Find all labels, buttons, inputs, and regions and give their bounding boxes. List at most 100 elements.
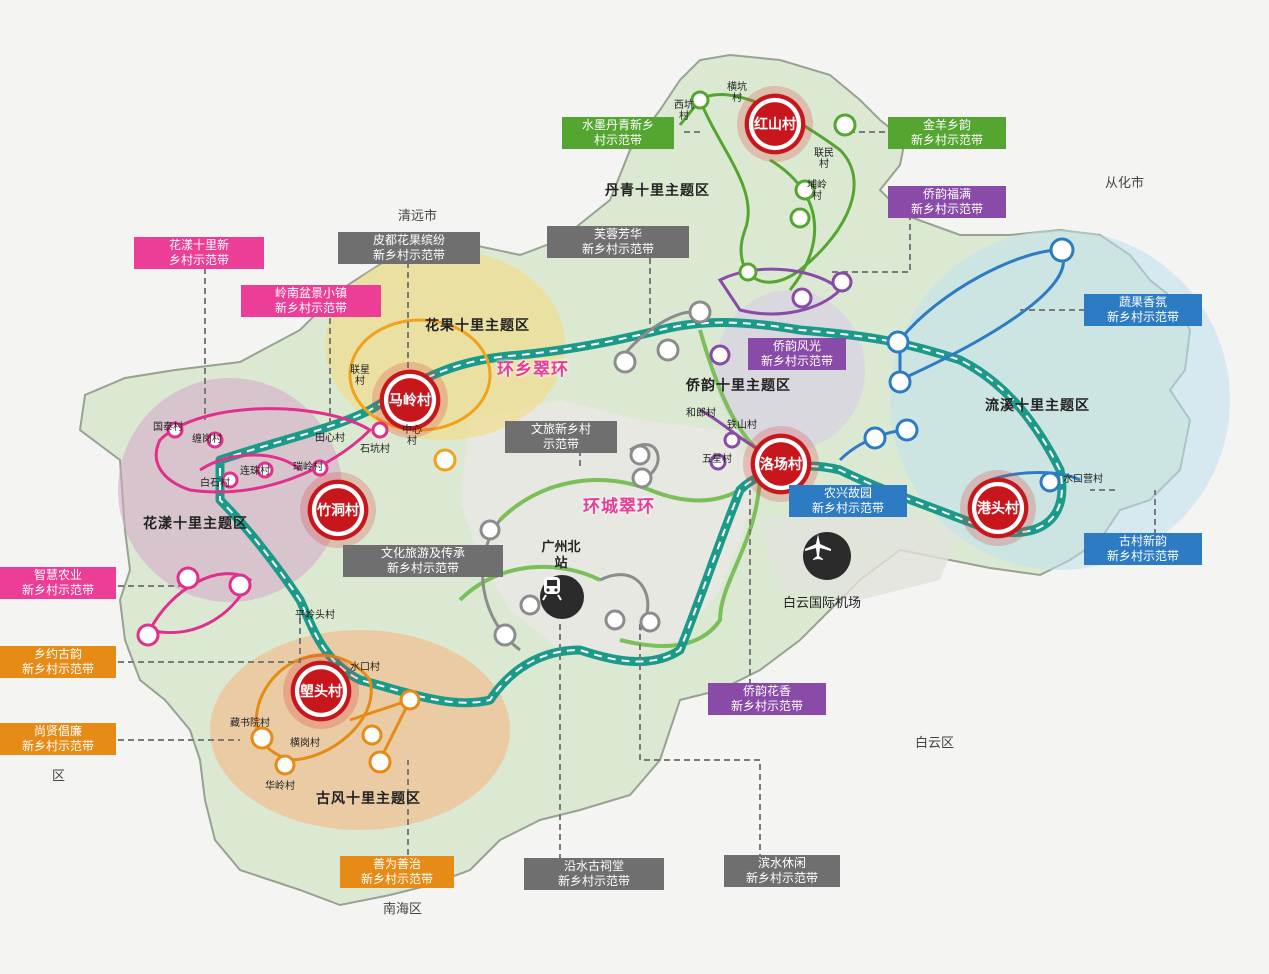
belt-gucun-l1: 古村新韵 bbox=[1118, 534, 1167, 548]
village-lianmin: 联民村 bbox=[814, 148, 834, 170]
urban-core bbox=[460, 400, 760, 660]
hub-zhudong-label: 竹洞村 bbox=[317, 503, 359, 519]
village-tieshan: 铁山村 bbox=[727, 420, 757, 431]
belt-qiaoyun-fengguang[interactable]: 侨韵风光新乡村示范带 bbox=[748, 338, 846, 370]
village-tianxin: 田心村 bbox=[315, 433, 345, 444]
station-marker[interactable] bbox=[540, 575, 584, 619]
hub-gangtou[interactable]: 港头村 bbox=[960, 470, 1036, 546]
zone-qiaoyun: 侨韵十里主题区 bbox=[686, 378, 791, 394]
hub-luochang-label: 洛场村 bbox=[760, 457, 802, 473]
hub-maling-label: 马岭村 bbox=[389, 393, 431, 409]
belt-shangxian[interactable]: 尚贤倡廉新乡村示范带 bbox=[0, 723, 116, 755]
zone-huaguo: 花果十里主题区 bbox=[425, 318, 530, 334]
belt-xiangyue[interactable]: 乡约古韵新乡村示范带 bbox=[0, 646, 116, 678]
train-icon bbox=[542, 577, 562, 601]
belt-nongxing[interactable]: 农兴故园新乡村示范带 bbox=[789, 485, 907, 517]
belt-xiangyue-l2: 新乡村示范带 bbox=[21, 662, 94, 676]
village-puling: 埔岭村 bbox=[807, 180, 827, 202]
hub-gangtou-label: 港头村 bbox=[977, 501, 1019, 517]
belt-gucun-l2: 新乡村示范带 bbox=[1106, 549, 1179, 563]
city-ring-title: 环城翠环 bbox=[583, 497, 655, 517]
belt-nongxing-l1: 农兴故园 bbox=[823, 486, 872, 500]
belt-furong-l1: 芙蓉芳华 bbox=[593, 227, 642, 241]
airplane-icon bbox=[805, 534, 831, 560]
village-lianxing: 联星村 bbox=[350, 365, 370, 387]
belt-yanshui-l2: 新乡村示范带 bbox=[557, 874, 630, 888]
belt-binshui-l2: 新乡村示范带 bbox=[745, 871, 818, 885]
belt-zhihui-l2: 新乡村示范带 bbox=[21, 583, 94, 597]
belt-qiaoyun-huaxiang-l2: 新乡村示范带 bbox=[730, 699, 803, 713]
village-guotai: 国泰村 bbox=[153, 422, 183, 433]
city-baiyun: 白云区 bbox=[915, 736, 955, 751]
belt-pidu-l2: 新乡村示范带 bbox=[372, 248, 445, 262]
village-pinglingtou: 平岭头村 bbox=[295, 610, 335, 621]
belt-binshui-l1: 滨水休闲 bbox=[757, 856, 806, 870]
village-hualing: 华岭村 bbox=[265, 781, 295, 792]
belt-shanwei-l1: 善为善治 bbox=[372, 857, 421, 871]
city-ring-line-2 bbox=[458, 564, 601, 602]
belt-qiaoyun-huaxiang-l1: 侨韵花香 bbox=[742, 684, 791, 698]
belt-shuimo[interactable]: 水墨丹青新乡村示范带 bbox=[562, 117, 674, 149]
belt-huayang[interactable]: 花漾十里新乡村示范带 bbox=[134, 237, 264, 269]
belt-wenlv-new-l1: 文旅新乡村 bbox=[530, 422, 591, 436]
belt-shucai-l1: 蔬果香氛 bbox=[1118, 295, 1167, 309]
belt-shuimo-l2: 村示范带 bbox=[593, 133, 642, 147]
huayang-loop bbox=[154, 407, 373, 494]
belt-jinyang[interactable]: 金羊乡韵新乡村示范带 bbox=[888, 117, 1006, 149]
belt-wenhua-l1: 文化旅游及传承 bbox=[380, 546, 465, 560]
village-zhongxin: 中心村 bbox=[402, 425, 422, 447]
zone-huayang: 花漾十里主题区 bbox=[143, 516, 248, 532]
belt-qiaoyun-huaxiang[interactable]: 侨韵花香新乡村示范带 bbox=[708, 683, 826, 715]
belt-furong-l2: 新乡村示范带 bbox=[581, 242, 654, 256]
village-shuikouying: 水口营村 bbox=[1063, 474, 1103, 485]
belt-xiangyue-l1: 乡约古韵 bbox=[33, 647, 82, 661]
belt-lingnan[interactable]: 岭南盆景小镇新乡村示范带 bbox=[241, 285, 381, 317]
hub-sutou[interactable]: 塱头村 bbox=[283, 653, 359, 729]
hub-hongshan-label: 红山村 bbox=[754, 117, 796, 133]
hub-zhudong[interactable]: 竹洞村 bbox=[300, 472, 376, 548]
belt-gucun[interactable]: 古村新韵新乡村示范带 bbox=[1084, 533, 1202, 565]
belt-binshui[interactable]: 滨水休闲新乡村示范带 bbox=[724, 855, 840, 887]
belt-qiaoyun-fuman-l1: 侨韵福满 bbox=[922, 187, 971, 201]
village-baishi: 白石村 bbox=[200, 478, 230, 489]
belt-jinyang-l1: 金羊乡韵 bbox=[922, 118, 971, 132]
belt-qiaoyun-fuman[interactable]: 侨韵福满新乡村示范带 bbox=[888, 186, 1006, 218]
airport-marker[interactable] bbox=[803, 532, 851, 580]
airport-label: 白云国际机场 bbox=[783, 596, 862, 611]
belt-huayang-l2: 乡村示范带 bbox=[168, 253, 229, 267]
belt-lingnan-l2: 新乡村示范带 bbox=[274, 301, 347, 315]
belt-zhihui[interactable]: 智慧农业新乡村示范带 bbox=[0, 567, 116, 599]
belt-jinyang-l2: 新乡村示范带 bbox=[910, 133, 983, 147]
huayang-loop-2 bbox=[199, 453, 302, 472]
belt-shanwei-l2: 新乡村示范带 bbox=[360, 872, 433, 886]
station-label: 广州北站 bbox=[541, 540, 581, 571]
belt-nongxing-l2: 新乡村示范带 bbox=[811, 501, 884, 515]
village-wuxing: 五星村 bbox=[702, 454, 732, 465]
belt-yanshui[interactable]: 沿水古祠堂新乡村示范带 bbox=[524, 858, 664, 890]
belt-shangxian-l1: 尚贤倡廉 bbox=[33, 724, 82, 738]
village-cangshuyuan: 藏书院村 bbox=[230, 718, 270, 729]
belt-zhihui-l1: 智慧农业 bbox=[33, 568, 82, 582]
belt-furong[interactable]: 芙蓉芳华新乡村示范带 bbox=[547, 226, 689, 258]
belt-wenhua-l2: 新乡村示范带 bbox=[386, 561, 459, 575]
village-shikeng: 石坑村 bbox=[360, 444, 390, 455]
belt-shangxian-l2: 新乡村示范带 bbox=[21, 739, 94, 753]
village-changgang: 缠岗村 bbox=[192, 434, 222, 445]
belt-wenhua[interactable]: 文化旅游及传承新乡村示范带 bbox=[343, 545, 503, 577]
township-ring-title: 环乡翠环 bbox=[497, 360, 569, 380]
belt-shucai-l2: 新乡村示范带 bbox=[1106, 310, 1179, 324]
village-dots bbox=[136, 90, 1075, 776]
hub-maling[interactable]: 马岭村 bbox=[372, 362, 448, 438]
hub-hongshan[interactable]: 红山村 bbox=[737, 86, 813, 162]
village-lianzhu: 连珠村 bbox=[240, 466, 270, 477]
belt-shuimo-l1: 水墨丹青新乡 bbox=[581, 118, 654, 132]
belt-qiaoyun-fengguang-l2: 新乡村示范带 bbox=[760, 354, 833, 368]
belt-shanwei[interactable]: 善为善治新乡村示范带 bbox=[340, 856, 454, 888]
village-shuikou: 水口村 bbox=[350, 662, 380, 673]
belt-pidu[interactable]: 皮都花果缤纷新乡村示范带 bbox=[338, 232, 480, 264]
hub-sutou-label: 塱头村 bbox=[300, 684, 342, 700]
village-hengkeng: 横坑村 bbox=[727, 82, 747, 104]
belt-shucai[interactable]: 蔬果香氛新乡村示范带 bbox=[1084, 294, 1202, 326]
belt-wenlv-new[interactable]: 文旅新乡村示范带 bbox=[505, 421, 617, 453]
